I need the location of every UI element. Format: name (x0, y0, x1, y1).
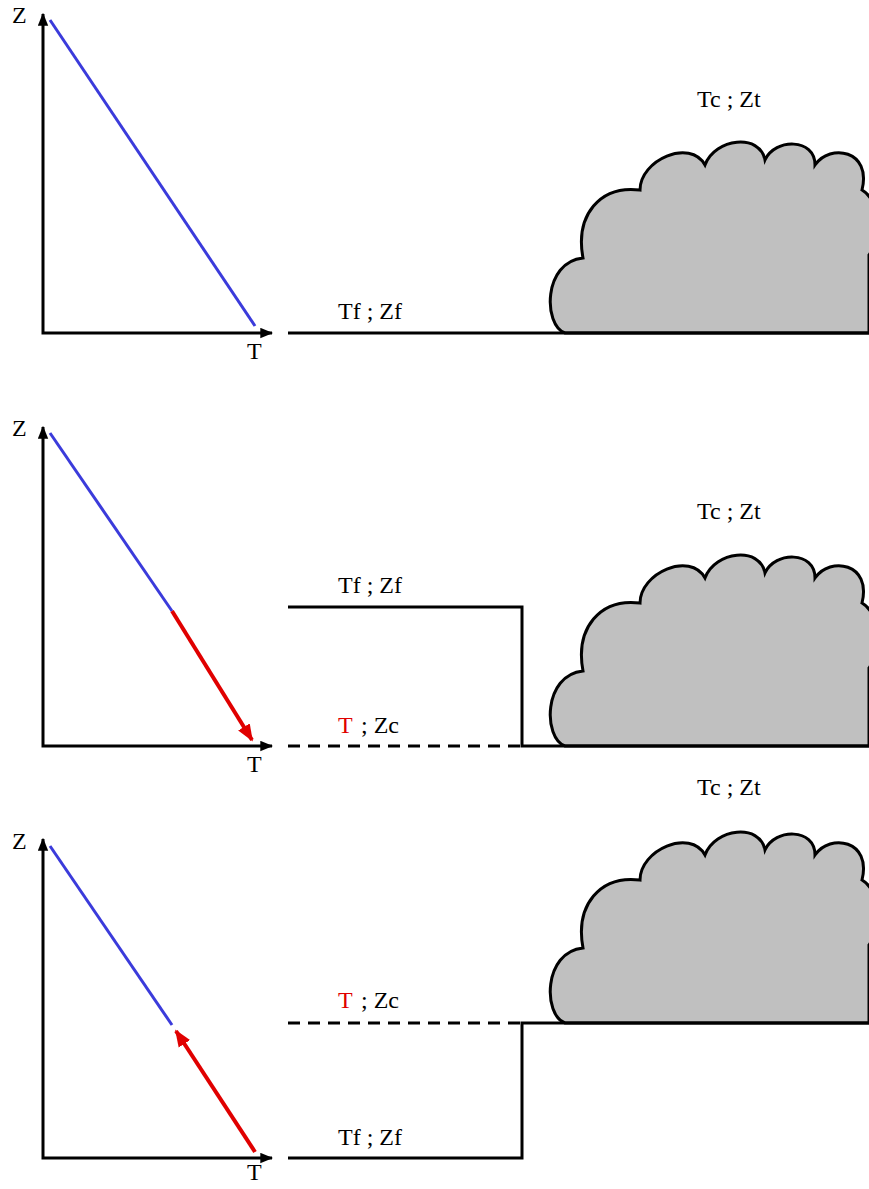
level-label: Tf ; Zf (338, 572, 402, 600)
level-label: T (338, 712, 353, 740)
axis-label: Z (12, 828, 27, 856)
axes (43, 14, 272, 333)
cloud (550, 142, 869, 333)
cloud (550, 555, 869, 746)
change-arrow (172, 611, 252, 740)
ground-line (288, 1023, 869, 1158)
axis-label: Z (12, 415, 27, 443)
axis-label: Z (12, 2, 27, 30)
axis-label: T (247, 1159, 262, 1187)
level-label: Tf ; Zf (338, 298, 402, 326)
level-label: T (338, 987, 353, 1015)
dashed-level (288, 745, 522, 748)
panel (43, 14, 869, 333)
axes (43, 839, 272, 1158)
panel (43, 832, 869, 1158)
change-arrow (176, 1031, 255, 1152)
level-label: Tf ; Zf (338, 1124, 402, 1152)
panel (43, 427, 869, 746)
ground-line (288, 607, 869, 746)
cloud-label: Tc ; Zt (697, 86, 761, 114)
level-label: ; Zc (361, 987, 399, 1015)
dashed-level (288, 1022, 522, 1025)
profile-line (50, 20, 255, 326)
level-label: ; Zc (361, 712, 399, 740)
profile-line (50, 433, 172, 611)
cloud (550, 832, 869, 1023)
axes (43, 427, 272, 746)
cloud-label: Tc ; Zt (697, 498, 761, 526)
cloud-label: Tc ; Zt (697, 774, 761, 802)
axis-label: T (247, 751, 262, 779)
axis-label: T (247, 338, 262, 366)
profile-line (50, 846, 172, 1025)
ground-line (288, 332, 869, 335)
